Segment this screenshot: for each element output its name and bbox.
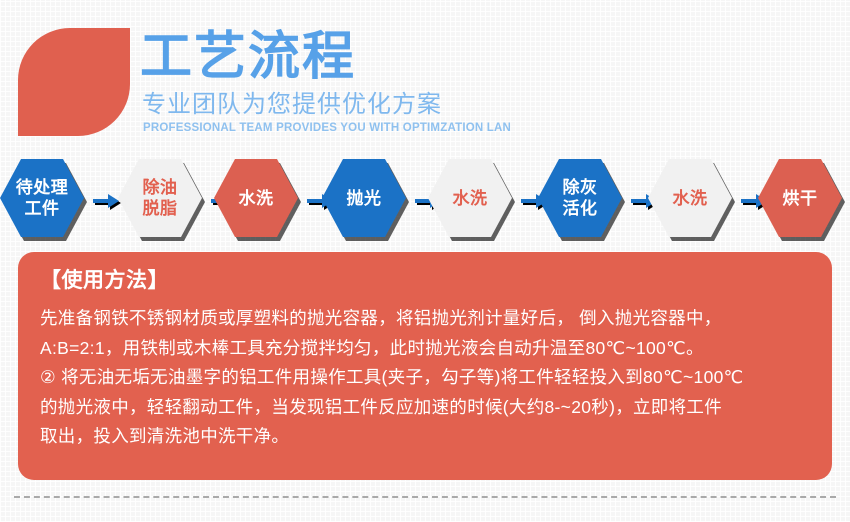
flow-node-label: 除油 脱脂 bbox=[143, 177, 178, 219]
hexagon-shape: 水洗 bbox=[214, 159, 298, 237]
hexagon-shape: 水洗 bbox=[428, 159, 512, 237]
flow-node-4[interactable]: 抛光 bbox=[322, 159, 409, 241]
flow-node-label-line1: 抛光 bbox=[346, 188, 382, 208]
flow-node-label-line1: 待处理 bbox=[15, 178, 69, 197]
usage-instructions-line-4: 的抛光液中，轻轻翻动工件，当发现铝工件反应加速的时候(大约8-~20秒)，立即将… bbox=[40, 396, 722, 417]
flow-node-2[interactable]: 除油 脱脂 bbox=[118, 159, 205, 241]
hexagon-shape: 烘干 bbox=[758, 159, 842, 237]
hexagon-shape: 待处理 工件 bbox=[0, 159, 84, 237]
flow-node-3[interactable]: 水洗 bbox=[214, 159, 301, 241]
flow-node-7[interactable]: 水洗 bbox=[648, 159, 735, 241]
hexagon-shape: 除油 脱脂 bbox=[118, 159, 202, 237]
bottom-divider bbox=[14, 496, 836, 498]
process-flow-diagram: 待处理 工件 除油 脱脂 bbox=[0, 155, 850, 245]
hexagon-shape: 水洗 bbox=[648, 159, 732, 237]
hexagon-shape: 抛光 bbox=[322, 159, 406, 237]
flow-node-6[interactable]: 除灰 活化 bbox=[538, 159, 625, 241]
flow-node-label-line2: 工件 bbox=[24, 199, 60, 218]
hexagon-shape: 除灰 活化 bbox=[538, 159, 622, 237]
usage-instructions-title: 【使用方法】 bbox=[40, 269, 169, 292]
usage-instructions-line-3: ② 将无油无垢无油墨字的铝工件用操作工具(夹子，勾子等)将工件轻轻投入到80℃~… bbox=[40, 367, 744, 387]
flow-node-label: 烘干 bbox=[783, 188, 818, 209]
flow-node-label-line1: 水洗 bbox=[452, 188, 488, 208]
usage-instructions-line-1: 先准备钢铁不锈钢材质或厚塑料的抛光容器，将铝抛光剂计量好后， 倒入抛光容器中， bbox=[40, 308, 722, 328]
flow-node-label-line1: 除灰 bbox=[562, 178, 598, 197]
page-title: 工艺流程 bbox=[140, 28, 357, 86]
flow-node-label: 抛光 bbox=[347, 188, 382, 209]
flow-node-5[interactable]: 水洗 bbox=[428, 159, 515, 241]
flow-node-label-line1: 除油 bbox=[142, 178, 178, 197]
flow-node-label: 水洗 bbox=[453, 188, 488, 209]
usage-instructions-line-5: 取出，投入到清洗池中洗干净。 bbox=[40, 426, 290, 446]
flow-node-label-line1: 水洗 bbox=[238, 188, 274, 208]
title-block: 工艺流程 专业团队为您提供优化方案 PROFESSIONAL TEAM PROV… bbox=[140, 26, 840, 135]
flow-node-label: 待处理 工件 bbox=[16, 177, 69, 219]
flow-node-label: 水洗 bbox=[239, 188, 274, 209]
flow-node-label-line1: 水洗 bbox=[672, 188, 708, 208]
flow-node-label-line1: 烘干 bbox=[782, 188, 818, 208]
page-subtitle: 专业团队为您提供优化方案 bbox=[142, 91, 442, 118]
flow-node-8[interactable]: 烘干 bbox=[758, 159, 845, 241]
usage-instructions-panel: 【使用方法】 先准备钢铁不锈钢材质或厚塑料的抛光容器，将铝抛光剂计量好后， 倒入… bbox=[18, 252, 832, 480]
leaf-mark-icon bbox=[18, 28, 130, 136]
page-subtitle-english: PROFESSIONAL TEAM PROVIDES YOU WITH OPTI… bbox=[143, 122, 511, 134]
flow-node-label: 除灰 活化 bbox=[563, 177, 598, 219]
flow-node-1[interactable]: 待处理 工件 bbox=[0, 159, 87, 241]
flow-node-label-line2: 活化 bbox=[562, 199, 598, 218]
flow-node-label-line2: 脱脂 bbox=[142, 199, 178, 218]
usage-instructions-line-2: A:B=2:1，用铁制或木棒工具充分搅拌均匀，此时抛光液会自动升温至80℃~10… bbox=[40, 337, 704, 358]
right-arrow-icon-1 bbox=[90, 191, 122, 211]
flow-node-label: 水洗 bbox=[673, 188, 708, 209]
page-header: 工艺流程 专业团队为您提供优化方案 PROFESSIONAL TEAM PROV… bbox=[0, 0, 850, 150]
